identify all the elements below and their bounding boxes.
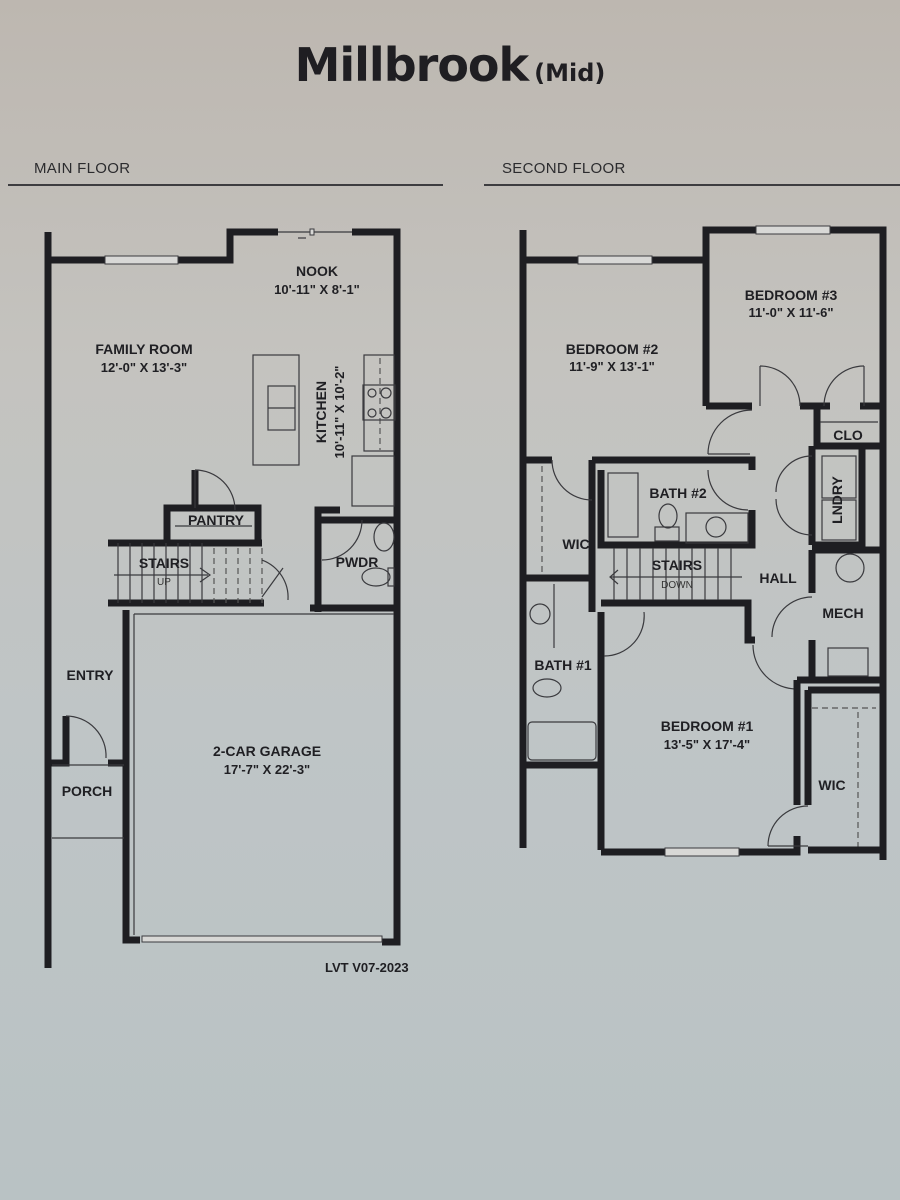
room-laundry-label: LNDRY (829, 475, 845, 523)
fridge (351, 455, 395, 507)
sink (705, 516, 727, 538)
room-closet-label: CLO (833, 427, 863, 443)
room-entry-label: ENTRY (67, 667, 115, 683)
second-floor-divider (484, 184, 900, 186)
room-family-label: FAMILY ROOM (95, 341, 192, 357)
room-bedroom3-label: BEDROOM #3 (745, 287, 838, 303)
stairs-treads (114, 543, 263, 603)
stairs-treads (609, 548, 742, 600)
second-floor-plan (519, 225, 887, 860)
room-bedroom1-label: BEDROOM #1 (661, 718, 754, 734)
room-stairs-label: STAIRS (139, 555, 189, 571)
room-nook-dims: 10'-11" X 8'-1" (274, 282, 360, 297)
bathtub (607, 472, 639, 538)
room-pantry-label: PANTRY (188, 512, 245, 528)
main-floor-plan (44, 228, 401, 968)
room-bedroom2-label: BEDROOM #2 (566, 341, 659, 357)
window (755, 225, 831, 235)
room-bath2-label: BATH #2 (649, 485, 707, 501)
window (664, 847, 740, 857)
room-powder-label: PWDR (336, 554, 379, 570)
room-wic-upper-label: WIC (562, 536, 589, 552)
cooktop (362, 384, 396, 421)
washer (821, 455, 857, 499)
room-garage-dims: 17'-7" X 22'-3" (224, 762, 310, 777)
plan-variant: (Mid) (534, 59, 606, 87)
water-heater (835, 553, 865, 583)
room-porch-label: PORCH (62, 783, 113, 799)
window (577, 255, 653, 265)
plan-name: Millbrook (294, 38, 529, 92)
room-mech-label: MECH (822, 605, 863, 621)
kitchen-island (252, 354, 300, 466)
powder-toilet (361, 567, 391, 587)
stairs-direction: UP (157, 577, 171, 588)
toilet (532, 678, 562, 698)
room-nook-label: NOOK (296, 263, 338, 279)
stairs-direction: DOWN (661, 580, 693, 591)
window (104, 255, 179, 265)
plan-version: LVT V07-2023 (325, 960, 409, 975)
room-kitchen-label: KITCHEN (313, 381, 329, 443)
garage-door (141, 935, 383, 943)
dryer (821, 499, 857, 541)
room-kitchen-dims: 10'-11" X 10'-2" (332, 366, 347, 459)
main-floor-heading: MAIN FLOOR (34, 160, 131, 177)
plan-title: Millbrook(Mid) (0, 38, 900, 92)
furnace (827, 647, 869, 677)
room-wic-lower-label: WIC (818, 777, 845, 793)
room-bedroom1-dims: 13'-5" X 17'-4" (664, 737, 750, 752)
room-family-dims: 12'-0" X 13'-3" (101, 360, 187, 375)
bathtub (527, 721, 597, 761)
powder-sink (373, 522, 395, 552)
toilet (658, 503, 678, 529)
main-floor-divider (8, 184, 443, 186)
sink (529, 603, 551, 625)
room-hall-label: HALL (759, 570, 797, 586)
room-bath1-label: BATH #1 (534, 657, 592, 673)
room-garage-label: 2-CAR GARAGE (213, 743, 321, 759)
room-bedroom3-dims: 11'-0" X 11'-6" (748, 305, 833, 320)
room-stairs-label: STAIRS (652, 557, 702, 573)
room-bedroom2-dims: 11'-9" X 13'-1" (569, 359, 655, 374)
second-floor-heading: SECOND FLOOR (502, 160, 626, 177)
